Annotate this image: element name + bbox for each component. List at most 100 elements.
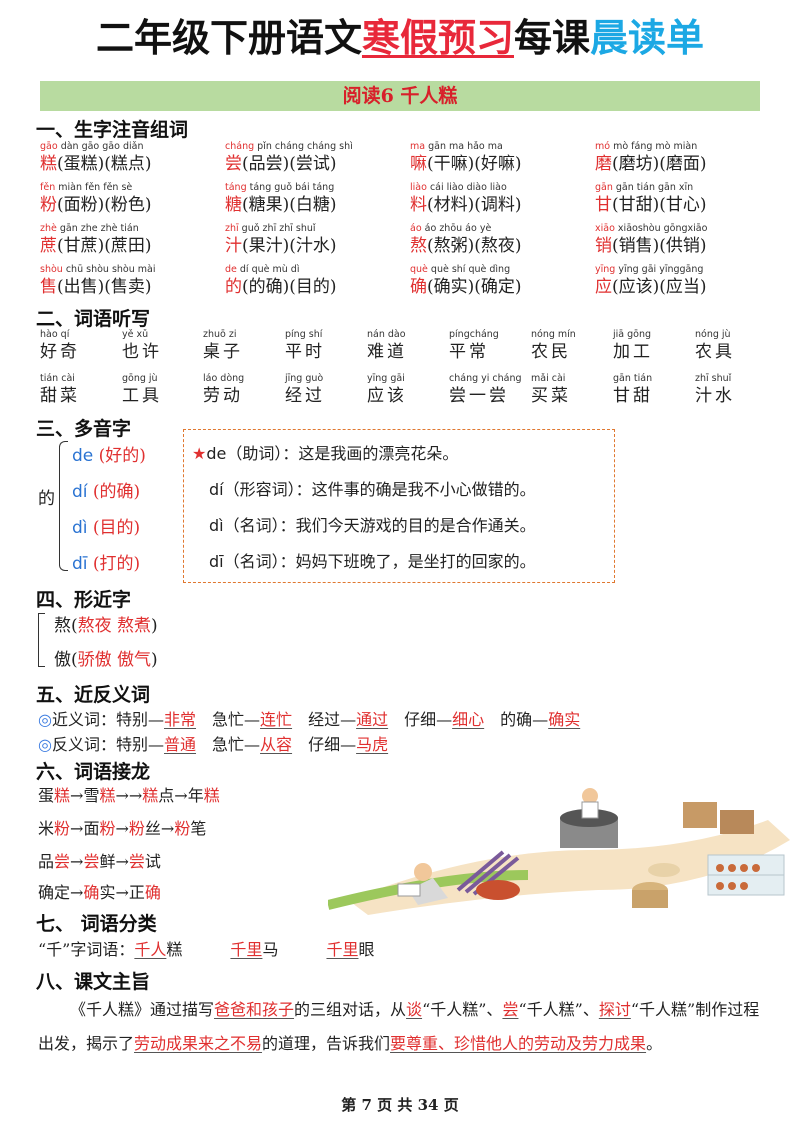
polyphone-reading: dí (的确)	[72, 477, 140, 502]
mill-stone	[560, 788, 618, 848]
char-pinyin: táng	[225, 182, 247, 193]
dictation-pinyin: píngcháng	[449, 329, 499, 340]
chain-segment: →面	[70, 819, 100, 838]
dictation-word: 劳动	[203, 386, 243, 406]
synonym-answer: 细心	[452, 710, 485, 729]
pinyin-line: shòu chū shòu shòu mài	[40, 264, 155, 276]
target-char: 糖	[225, 195, 242, 215]
word-pinyin: gān tián gān xīn	[612, 182, 694, 193]
char-pinyin: fěn	[40, 182, 56, 193]
char-pinyin: mó	[595, 141, 611, 152]
pinyin-line: de dí què mù dì	[225, 264, 337, 276]
char-pinyin: cháng	[225, 141, 255, 152]
dictation-pinyin: nóng jù	[695, 329, 731, 340]
word-line: 粉(面粉)(粉色)	[40, 194, 152, 216]
target-char: 汁	[225, 236, 242, 256]
dictation-pinyin: láo dòng	[203, 373, 245, 384]
pinyin-line: ma gān ma hǎo ma	[410, 141, 522, 153]
classify-suffix: 马	[262, 940, 279, 959]
reading-word: (的确)	[87, 482, 141, 502]
dictation-word: 甘甜	[613, 386, 653, 406]
dictation-word: 加工	[613, 342, 653, 362]
bakery-display-case	[707, 854, 785, 896]
similar-close: )	[151, 616, 158, 636]
compound-words: (出售)(售卖)	[57, 277, 152, 297]
word-pinyin: guǒ zhī zhī shuǐ	[238, 223, 316, 234]
classify-label: “千”字词语：	[38, 940, 135, 959]
synonym-answer: 通过	[356, 710, 389, 729]
theme-answer: 劳动成果来之不易	[134, 1034, 263, 1053]
word-pinyin: xiāoshòu gōngxiāo	[614, 223, 708, 234]
chain-segment: 尝	[128, 852, 145, 871]
page-title: 二年级下册语文寒假预习每课晨读单	[0, 8, 800, 68]
compound-words: (面粉)(粉色)	[57, 195, 152, 215]
similar-char: 熬(	[54, 616, 78, 636]
chain-segment: →雪	[70, 786, 100, 805]
compound-words: (应该)(应当)	[612, 277, 707, 297]
farmer-figure	[397, 863, 448, 905]
chain-segment: →→	[115, 786, 143, 805]
word-pinyin: gān zhe zhè tián	[56, 223, 139, 234]
pinyin-line: áo áo zhōu áo yè	[410, 223, 522, 235]
word-line: 嘛(干嘛)(好嘛)	[410, 153, 522, 175]
chain-row: 品尝→尝鲜→尝试	[38, 848, 161, 872]
dictation-word: 好奇	[40, 342, 80, 362]
word-line: 应(应该)(应当)	[595, 276, 707, 298]
compound-words: (的确)(目的)	[242, 277, 337, 297]
chain-segment: 试	[144, 852, 161, 871]
word-line: 料(材料)(调料)	[410, 194, 522, 216]
word-pinyin: yīng gāi yīnggāng	[615, 264, 704, 275]
classify-suffix: 糕	[166, 940, 183, 959]
word-line: 熬(熬粥)(熬夜)	[410, 235, 522, 257]
polyphone-reading: de (好的)	[72, 441, 146, 466]
title-part-morning: 晨读单	[590, 16, 705, 60]
compound-words: (材料)(调料)	[427, 195, 522, 215]
chain-row: 确定→确实→正确	[38, 879, 161, 903]
synonym-label: 近义词：	[51, 710, 116, 729]
word-pinyin: gān ma hǎo ma	[425, 141, 503, 152]
chain-row: 米粉→面粉→粉丝→粉笔	[38, 815, 206, 839]
example-sentence: （名词）：妈妈下班晚了，是坐打的回家的。	[223, 552, 536, 571]
synonym-dot-icon: ◎	[38, 710, 52, 729]
food-production-illustration	[328, 788, 790, 915]
compound-words: (果汁)(汁水)	[242, 236, 337, 256]
dictation-word: 甜菜	[40, 386, 80, 406]
chain-segment: 实→正	[99, 883, 145, 902]
word-line: 甘(甘甜)(甘心)	[595, 194, 707, 216]
word-pinyin: chū shòu shòu mài	[62, 264, 156, 275]
target-char: 磨	[595, 154, 612, 174]
reading-word: (好的)	[93, 446, 146, 466]
antonym-label: 反义词：	[51, 735, 116, 754]
word-pinyin: cái liào diào liào	[426, 182, 507, 193]
compound-words: (甘甜)(甘心)	[612, 195, 707, 215]
chain-segment: 品	[38, 852, 55, 871]
dictation-pinyin: nán dào	[367, 329, 406, 340]
pinyin-line: yīng yīng gāi yīnggāng	[595, 264, 707, 276]
chain-segment: →	[115, 819, 129, 838]
chain-segment: 糕	[142, 786, 159, 805]
classify-answer: 千里	[326, 940, 359, 959]
antonym-answer: 从容	[260, 735, 293, 754]
theme-text: 。	[646, 1034, 663, 1053]
target-char: 嘛	[410, 154, 427, 174]
target-char: 的	[225, 277, 242, 297]
dictation-pinyin: cháng yi cháng	[449, 373, 522, 384]
classify-suffix: 眼	[358, 940, 375, 959]
word-pinyin: dàn gāo gāo diǎn	[57, 141, 144, 152]
